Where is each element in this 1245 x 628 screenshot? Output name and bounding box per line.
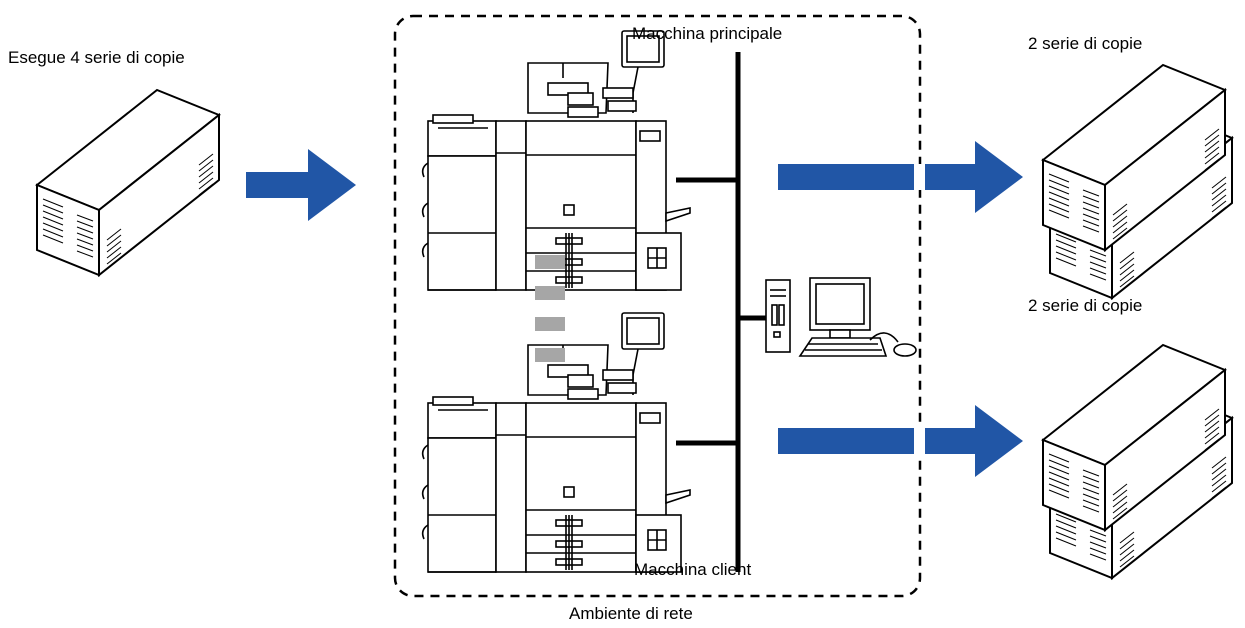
output-bottom-label: 2 serie di copie bbox=[1028, 296, 1143, 315]
desktop-computer-icon bbox=[765, 277, 917, 357]
paper-stack-icon bbox=[1042, 344, 1233, 579]
network-boundary bbox=[393, 14, 922, 598]
output-arrow-bottom-icon bbox=[778, 405, 1023, 477]
source-label: Esegue 4 serie di copie bbox=[8, 48, 185, 67]
paper-stack-icon bbox=[1042, 64, 1233, 299]
main-machine-label: Macchina principale bbox=[632, 24, 783, 43]
client-machine-label: Macchina client bbox=[634, 560, 752, 579]
copier-icon bbox=[421, 30, 691, 291]
paper-stack-icon bbox=[36, 89, 220, 276]
network-label: Ambiente di rete bbox=[569, 604, 693, 623]
output-arrow-top-icon bbox=[778, 141, 1023, 213]
network-bus bbox=[676, 52, 768, 572]
input-arrow-icon bbox=[246, 149, 356, 221]
output-top-label: 2 serie di copie bbox=[1028, 34, 1143, 53]
machine-connector bbox=[535, 255, 565, 362]
